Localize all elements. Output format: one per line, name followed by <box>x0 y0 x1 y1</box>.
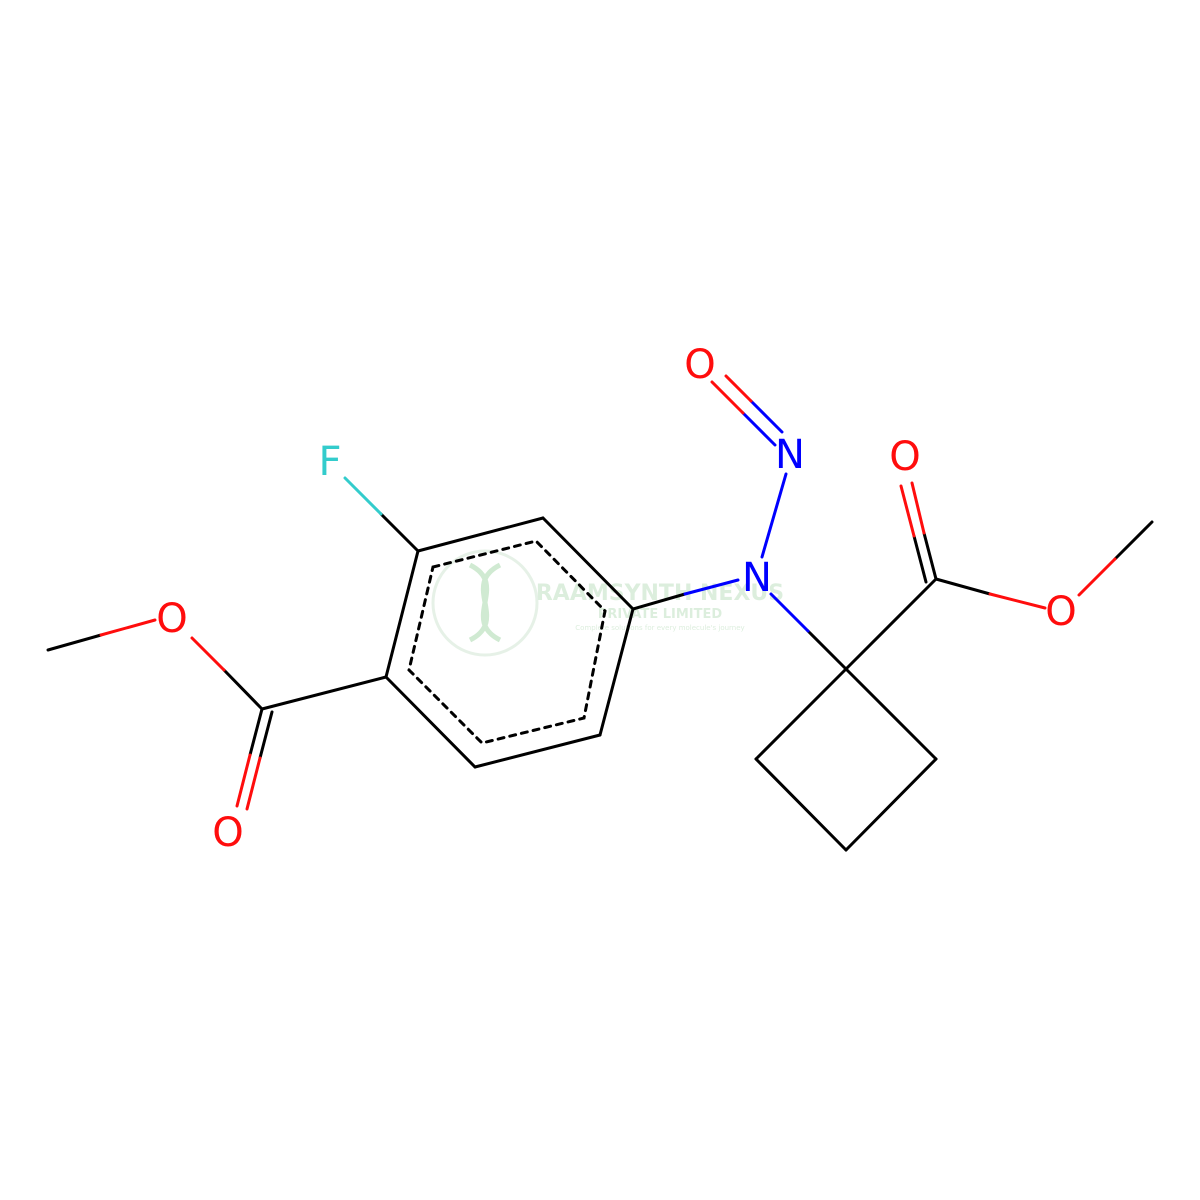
bond-cb-ester <box>844 577 938 671</box>
bond-carbonyl-right-b <box>912 534 928 584</box>
atom-f: F <box>318 439 341 485</box>
bond-ester-right-co-o <box>988 592 1047 610</box>
bond-methyl-right <box>1113 520 1154 561</box>
watermark-tagline: Complete solutions for every molecule's … <box>575 624 744 632</box>
watermark-logo-circle <box>431 549 539 657</box>
bond-methyl-right-o <box>1077 557 1117 597</box>
ring-bond <box>384 675 477 769</box>
aromatic-ring-dashes <box>407 539 607 745</box>
bond-carbonyl-left-b <box>258 710 274 760</box>
bond-ester-co-o <box>190 636 226 672</box>
watermark-line2: PRIVATE LIMITED <box>598 607 723 622</box>
bonds <box>46 512 1154 852</box>
cyclobutane-bond <box>844 667 938 761</box>
ring-bond <box>541 516 635 611</box>
cyclobutane-bond <box>754 757 848 852</box>
colored-bonds <box>99 374 1117 811</box>
bond-carbonyl-left-a <box>248 707 264 757</box>
bond-carbonyl-right-a-o <box>910 481 926 535</box>
atom-o-ester-left: O <box>156 596 187 642</box>
atom-labels: F O O N N O O O <box>156 342 1076 856</box>
bond-ester-co <box>222 668 264 711</box>
ring-bond <box>384 549 420 679</box>
bond-n-o-a-n <box>741 411 777 447</box>
bond-ester-right-co <box>934 577 992 596</box>
bond-carbonyl-left-a-o <box>235 753 252 808</box>
atom-o-carbonyl-right: O <box>889 434 920 480</box>
bond-n-o-b-n <box>749 399 784 434</box>
atom-o-ester-right: O <box>1045 589 1076 635</box>
bond-ring-n-n2 <box>683 578 740 596</box>
atom-o-carbonyl-left: O <box>212 810 243 856</box>
bond-n-o-a-o <box>710 380 745 415</box>
bond-carbonyl-right-a <box>922 531 938 581</box>
bond-ring-f <box>379 512 420 553</box>
bond-ring-f-f <box>343 476 383 516</box>
bond-n-o-b-o <box>724 374 753 403</box>
bond-ring-n-n <box>631 592 687 611</box>
atom-o-nitroso: O <box>684 342 715 388</box>
bond-n-cb <box>806 629 848 671</box>
bond-carbonyl-left-b-o <box>245 756 262 811</box>
watermark: RAAMSYNTH NEXUS PRIVATE LIMITED Complete… <box>431 549 784 657</box>
ring-bond <box>473 733 602 769</box>
atom-n-amine: N <box>742 555 772 601</box>
bond-methyl-left-o <box>99 618 157 637</box>
cyclobutane-bond <box>844 757 938 852</box>
cyclobutane-bond <box>754 667 848 761</box>
bond-methyl-left <box>46 633 103 652</box>
bond-n-cb-n <box>769 592 810 633</box>
bond-ring-ester <box>260 675 388 711</box>
ring-bond <box>598 607 635 737</box>
watermark-helix-icon <box>468 562 502 643</box>
atom-n-nitroso: N <box>775 432 805 478</box>
bond-n-n <box>760 472 788 559</box>
ring-bond <box>416 516 545 553</box>
bond-carbonyl-right-b-o <box>899 484 916 538</box>
